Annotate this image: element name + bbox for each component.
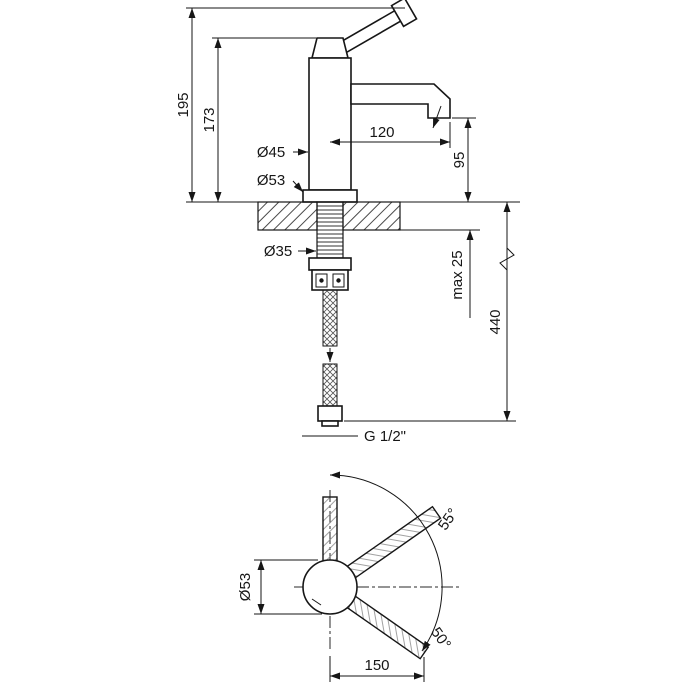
lever-knob [390,0,418,28]
break-symbol [499,247,515,271]
bracket-hole-left [315,273,328,288]
base-flange [302,189,358,203]
deck-section-right [342,201,401,231]
fixing-nut [308,257,352,271]
handle-position-lower-right [346,595,430,660]
spout [350,83,451,119]
dim-label-swing-lower: 50° [427,624,454,652]
dim-label-body-diameter: Ø45 [257,144,285,161]
front-view-dimensions: 195 173 Ø45 Ø53 120 95 Ø35 max 25 440 [175,7,520,445]
hose-fitting-collar [321,420,339,427]
handle-position-up [322,496,338,562]
hose-fitting [317,405,343,422]
dim-label-swing-upper: 55° [435,505,462,533]
dim-label-handle-reach: 150 [364,657,389,674]
dim-label-total-height: 195 [175,92,192,117]
dim-label-base-diameter: Ø53 [257,172,285,189]
top-view: 55° 50° Ø53 150 [237,471,462,682]
faucet-body [308,57,352,191]
threaded-shank [316,201,344,259]
dim-label-body-height: 173 [201,107,218,132]
swing-arc [329,471,443,652]
water-flow-arrow [432,105,442,129]
bracket-hole-right [332,273,345,288]
dim-label-top-base-diameter: Ø53 [237,573,254,601]
cartridge-cap [310,37,350,59]
flex-hose-lower [322,363,338,407]
base-detail-mark [311,598,322,606]
dim-label-deck-thickness: max 25 [449,250,466,299]
dim-label-spout-reach: 120 [369,124,394,141]
dim-label-spout-height: 95 [451,152,468,169]
base-circle [302,559,358,615]
front-view [257,0,451,427]
dim-label-hose-length: 440 [487,309,504,334]
dim-label-hole-diameter: Ø35 [264,243,292,260]
stud-left [319,278,324,283]
stud-right [336,278,341,283]
leader-base-diameter [292,180,304,193]
handle-position-upper-right [346,505,442,579]
dim-label-thread: G 1/2" [364,428,406,445]
flex-hose-upper [322,289,338,347]
deck-section-left [257,201,318,231]
